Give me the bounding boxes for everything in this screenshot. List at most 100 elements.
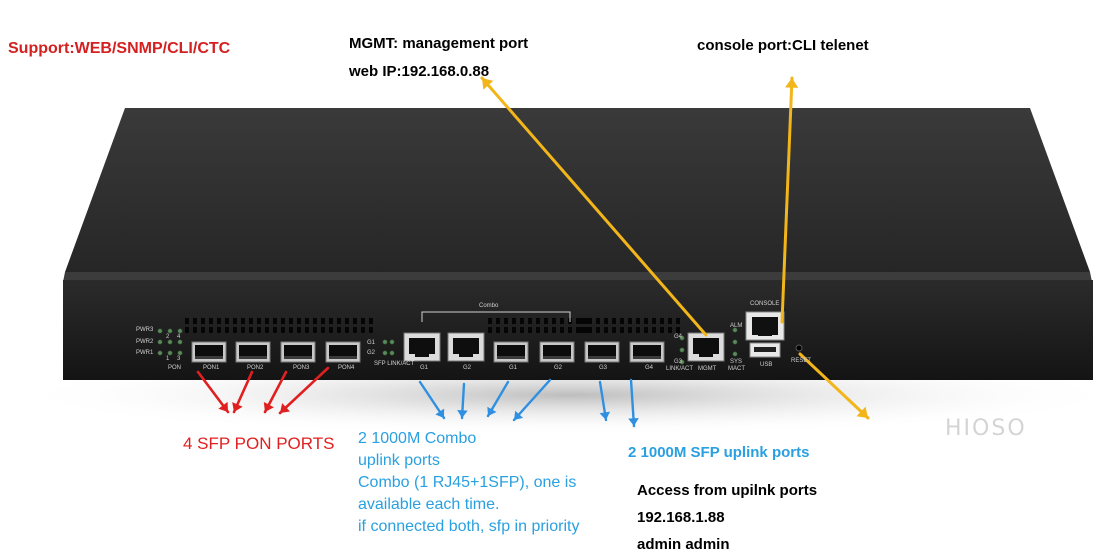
vent-hole [201, 318, 205, 324]
status-led [157, 328, 163, 334]
combo-rj45-g2-tab [459, 352, 473, 357]
status-led [167, 350, 173, 356]
chassis-top [65, 108, 1090, 272]
vent-hole [305, 327, 309, 333]
pwr3-label: PWR3 [136, 327, 154, 333]
pon-led-label: PON [168, 365, 182, 371]
vent-hole [544, 327, 548, 333]
combo-arrow-4-head [514, 410, 524, 420]
vent-hole [488, 327, 492, 333]
vent-hole [660, 327, 664, 333]
pon-port-4-slot [329, 345, 357, 359]
chassis-lip [63, 272, 1092, 282]
vent-hole [297, 318, 301, 324]
vent-hole [584, 318, 588, 324]
status-led [679, 359, 685, 365]
g2-led-label: G2 [367, 350, 376, 356]
vent-hole [265, 318, 269, 324]
uplink-sfp-g3-latch [588, 356, 616, 359]
mgmt-text-2: web IP:192.168.0.88 [349, 63, 490, 80]
uplink-sfp-g3-label: G3 [599, 365, 608, 371]
vent-hole [628, 318, 632, 324]
vent-hole [273, 318, 277, 324]
vent-hole [361, 318, 365, 324]
vent-hole [217, 318, 221, 324]
pon-port-3-slot [284, 345, 312, 359]
vent-hole [193, 318, 197, 324]
pon-port-3-latch [284, 356, 312, 359]
vent-hole [185, 318, 189, 324]
reset-button [795, 344, 803, 352]
vent-hole [337, 327, 341, 333]
vent-hole [321, 327, 325, 333]
vent-hole [576, 318, 580, 324]
vent-hole [257, 327, 261, 333]
brand-watermark: HIOSO [945, 416, 1027, 441]
vent-hole [209, 327, 213, 333]
vent-hole [185, 327, 189, 333]
status-led [679, 335, 685, 341]
status-leds [157, 327, 738, 365]
vent-hole [612, 318, 616, 324]
vent-hole [233, 327, 237, 333]
vent-hole [536, 327, 540, 333]
pon-arrow-3-head [263, 401, 274, 412]
combo-sfp-g2-slot [543, 345, 571, 359]
vent-hole [329, 327, 333, 333]
status-led [157, 339, 163, 345]
support-text: Support:WEB/SNMP/CLI/CTC [8, 40, 231, 57]
vent-hole [353, 318, 357, 324]
vent-hole [345, 327, 349, 333]
console-text: console port:CLI telenet [697, 37, 869, 54]
console-label: CONSOLE [750, 301, 780, 307]
reset-label: RESET [791, 358, 812, 364]
combo-arrow-2-head [457, 410, 468, 418]
usb-port-slot [754, 347, 776, 352]
status-led [389, 339, 395, 345]
pwr1-label: PWR1 [136, 350, 154, 356]
vent-hole [660, 318, 664, 324]
vent-hole [596, 327, 600, 333]
vent-hole [584, 327, 588, 333]
vent-hole [329, 318, 333, 324]
combo-sfp-g1-label: G1 [509, 365, 518, 371]
vent-hole [676, 318, 680, 324]
vent-hole [628, 327, 632, 333]
vent-hole [496, 327, 500, 333]
vent-hole [313, 327, 317, 333]
vent-hole [536, 318, 540, 324]
pon-arrow-1-shaft [196, 370, 230, 414]
vent-hole [580, 327, 584, 333]
vent-hole [560, 318, 564, 324]
vent-hole [241, 327, 245, 333]
vent-hole [612, 327, 616, 333]
vent-hole [620, 327, 624, 333]
vent-hole [488, 318, 492, 324]
combo-sfp-g2-latch [543, 356, 571, 359]
vent-hole [544, 318, 548, 324]
uplink-arrow-1-head [599, 411, 611, 420]
led-num-2: 2 [166, 334, 170, 340]
g4-led-label: G4 [674, 334, 683, 340]
access-text-1: Access from upilnk ports [637, 482, 818, 499]
vent-hole [520, 318, 524, 324]
uplink-sfp-g4-latch [633, 356, 661, 359]
status-led [177, 350, 183, 356]
vent-hole [241, 318, 245, 324]
vent-hole [604, 327, 608, 333]
vent-hole [496, 318, 500, 324]
vent-hole [249, 318, 253, 324]
console-port-hole [752, 317, 778, 335]
pon-text: 4 SFP PON PORTS [183, 434, 335, 453]
g1-led-label: G1 [367, 340, 376, 346]
status-led [167, 328, 173, 334]
access-text-block: Access from upilnk ports 192.168.1.88 ad… [637, 477, 817, 558]
vent-hole [520, 327, 524, 333]
vent-hole [345, 318, 349, 324]
vent-hole [249, 327, 253, 333]
status-led [177, 339, 183, 345]
combo-bracket [421, 311, 571, 322]
pon2-label: PON2 [247, 365, 264, 371]
console-port-tab [758, 331, 772, 336]
uplink-sfp-g4-slot [633, 345, 661, 359]
